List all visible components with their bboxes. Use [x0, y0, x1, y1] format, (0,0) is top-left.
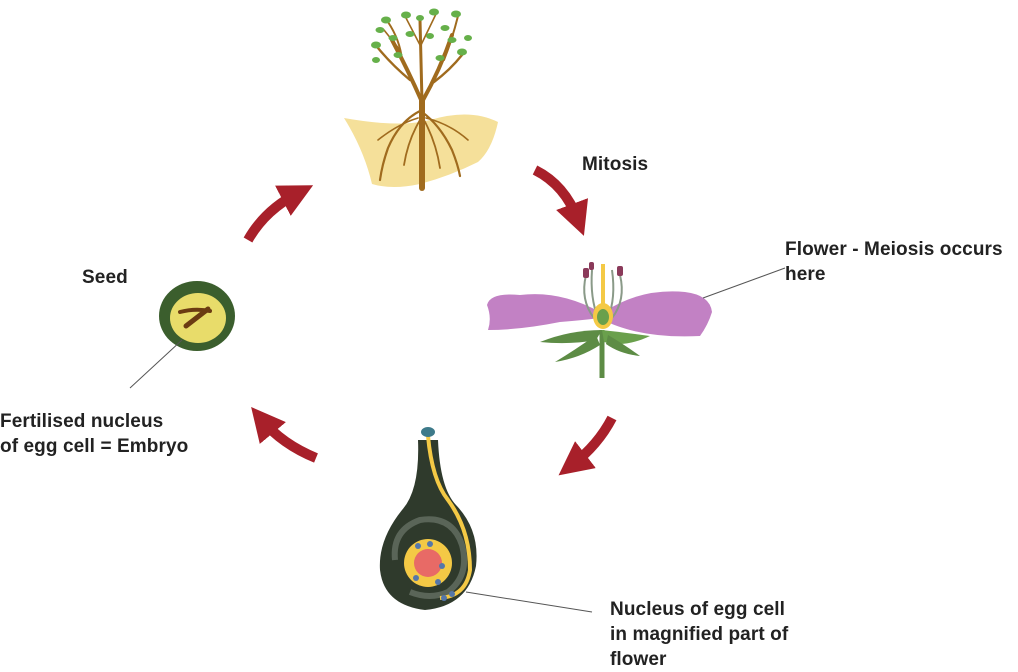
- egg-leader-line: [465, 591, 593, 613]
- seed-leader-line: [129, 339, 183, 389]
- flower-label: Flower - Meiosis occurs here: [785, 239, 1003, 285]
- embryo-label: Fertilised nucleus of egg cell = Embryo: [0, 411, 189, 457]
- cycle-arrow-icon: [251, 406, 318, 463]
- seed-label: Seed: [82, 267, 128, 288]
- tree-icon: [344, 8, 498, 191]
- seed-icon: [159, 281, 235, 351]
- flower-icon: [487, 262, 712, 378]
- cycle-arrow-icon: [558, 415, 617, 476]
- egg-nucleus-label: Nucleus of egg cell in magnified part of…: [610, 599, 789, 670]
- flower-leader-line: [702, 267, 786, 299]
- mitosis-label: Mitosis: [582, 154, 649, 175]
- ovule-icon: [379, 427, 477, 610]
- cycle-arrow-icon: [532, 165, 589, 236]
- cycle-arrow-icon: [243, 185, 314, 243]
